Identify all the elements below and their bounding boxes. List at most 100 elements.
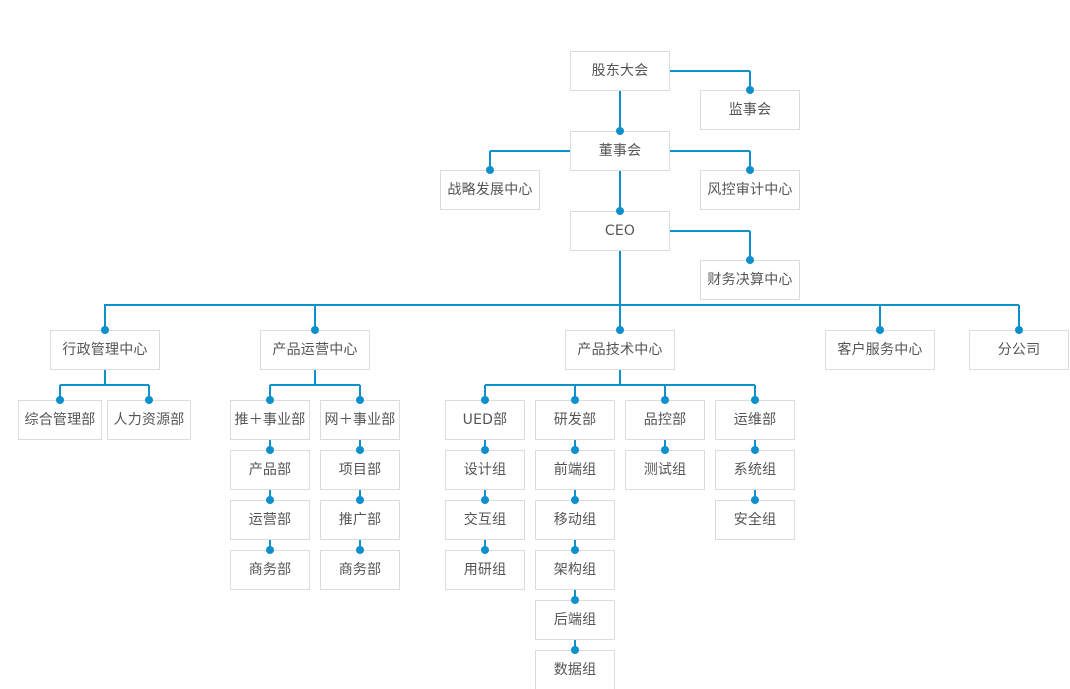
- dot-ops-promote: [356, 496, 364, 504]
- org-node-label: UED部: [462, 412, 508, 428]
- org-node-customer[interactable]: 客户服务中心: [825, 330, 935, 370]
- dot-customer: [876, 326, 884, 334]
- org-node-label: 行政管理中心: [62, 342, 148, 358]
- org-node-label: 分公司: [997, 342, 1041, 358]
- org-node-label: 战略发展中心: [447, 182, 533, 198]
- org-node-label: 董事会: [598, 143, 642, 159]
- dot-ops-business1: [266, 546, 274, 554]
- org-node-finance[interactable]: 财务决算中心: [700, 260, 800, 300]
- org-node-ops-project[interactable]: 项目部: [320, 450, 400, 490]
- org-node-admin-hr[interactable]: 人力资源部: [107, 400, 191, 440]
- org-node-label: 数据组: [553, 662, 597, 678]
- dot-branch: [1015, 326, 1023, 334]
- dot-admin-hr: [145, 396, 153, 404]
- dot-tech-backend: [571, 596, 579, 604]
- dot-prodtech: [616, 326, 624, 334]
- dot-ops-tui: [266, 396, 274, 404]
- dot-ops-business2: [356, 546, 364, 554]
- org-node-label: 安全组: [733, 512, 777, 528]
- org-node-label: 交互组: [463, 512, 507, 528]
- org-node-strategy[interactable]: 战略发展中心: [440, 170, 540, 210]
- org-node-ops-tui[interactable]: 推＋事业部: [230, 400, 310, 440]
- dot-riskaudit: [746, 166, 754, 174]
- dot-ops-product: [266, 446, 274, 454]
- org-node-tech-qa[interactable]: 品控部: [625, 400, 705, 440]
- dot-tech-ued: [481, 396, 489, 404]
- org-node-tech-design[interactable]: 设计组: [445, 450, 525, 490]
- dot-ops-operate: [266, 496, 274, 504]
- org-node-tech-test[interactable]: 测试组: [625, 450, 705, 490]
- org-node-label: 移动组: [553, 512, 597, 528]
- dot-tech-rd: [571, 396, 579, 404]
- org-node-tech-frontend[interactable]: 前端组: [535, 450, 615, 490]
- org-node-tech-mobile[interactable]: 移动组: [535, 500, 615, 540]
- org-node-tech-security[interactable]: 安全组: [715, 500, 795, 540]
- org-node-label: 财务决算中心: [707, 272, 793, 288]
- org-node-label: 系统组: [733, 462, 777, 478]
- org-node-label: 运维部: [733, 412, 777, 428]
- org-node-label: 研发部: [553, 412, 597, 428]
- org-node-tech-research[interactable]: 用研组: [445, 550, 525, 590]
- org-node-tech-backend[interactable]: 后端组: [535, 600, 615, 640]
- org-node-label: 用研组: [463, 562, 507, 578]
- org-node-label: 推＋事业部: [234, 412, 306, 428]
- org-node-tech-ops[interactable]: 运维部: [715, 400, 795, 440]
- org-node-admin[interactable]: 行政管理中心: [50, 330, 160, 370]
- org-node-shareholders[interactable]: 股东大会: [570, 51, 670, 91]
- org-node-label: 人力资源部: [113, 412, 185, 428]
- org-node-label: 设计组: [463, 462, 507, 478]
- org-node-ops-business1[interactable]: 商务部: [230, 550, 310, 590]
- org-node-admin-general[interactable]: 综合管理部: [18, 400, 102, 440]
- org-node-label: 商务部: [248, 562, 292, 578]
- org-node-tech-interact[interactable]: 交互组: [445, 500, 525, 540]
- org-node-prodops[interactable]: 产品运营中心: [260, 330, 370, 370]
- dot-admin: [101, 326, 109, 334]
- dot-supervisory: [746, 86, 754, 94]
- dot-tech-mobile: [571, 496, 579, 504]
- org-node-label: 商务部: [338, 562, 382, 578]
- org-node-board[interactable]: 董事会: [570, 131, 670, 171]
- org-node-supervisory[interactable]: 监事会: [700, 90, 800, 130]
- org-node-label: 股东大会: [591, 63, 649, 79]
- dot-tech-system: [751, 446, 759, 454]
- dot-tech-security: [751, 496, 759, 504]
- org-node-label: 客户服务中心: [837, 342, 923, 358]
- org-node-label: 综合管理部: [24, 412, 96, 428]
- dot-tech-arch: [571, 546, 579, 554]
- org-node-label: 产品技术中心: [577, 342, 663, 358]
- dot-tech-research: [481, 546, 489, 554]
- org-node-tech-rd[interactable]: 研发部: [535, 400, 615, 440]
- org-node-label: 后端组: [553, 612, 597, 628]
- org-node-tech-data[interactable]: 数据组: [535, 650, 615, 689]
- dot-ceo: [616, 207, 624, 215]
- org-node-ops-operate[interactable]: 运营部: [230, 500, 310, 540]
- org-node-label: 监事会: [728, 102, 772, 118]
- dot-tech-qa: [661, 396, 669, 404]
- org-node-tech-arch[interactable]: 架构组: [535, 550, 615, 590]
- org-node-ops-wang[interactable]: 网＋事业部: [320, 400, 400, 440]
- org-node-prodtech[interactable]: 产品技术中心: [565, 330, 675, 370]
- dot-ops-wang: [356, 396, 364, 404]
- dot-tech-design: [481, 446, 489, 454]
- dot-admin-general: [56, 396, 64, 404]
- dot-finance: [746, 256, 754, 264]
- org-node-branch[interactable]: 分公司: [969, 330, 1069, 370]
- org-node-label: 运营部: [248, 512, 292, 528]
- org-node-label: 产品部: [248, 462, 292, 478]
- org-node-ops-product[interactable]: 产品部: [230, 450, 310, 490]
- org-node-ops-business2[interactable]: 商务部: [320, 550, 400, 590]
- org-node-tech-ued[interactable]: UED部: [445, 400, 525, 440]
- dot-tech-interact: [481, 496, 489, 504]
- org-node-riskaudit[interactable]: 风控审计中心: [700, 170, 800, 210]
- dot-tech-frontend: [571, 446, 579, 454]
- dot-tech-data: [571, 646, 579, 654]
- org-node-label: 项目部: [338, 462, 382, 478]
- org-node-ops-promote[interactable]: 推广部: [320, 500, 400, 540]
- dot-board: [616, 127, 624, 135]
- org-node-ceo[interactable]: CEO: [570, 211, 670, 251]
- dot-prodops: [311, 326, 319, 334]
- dot-tech-test: [661, 446, 669, 454]
- org-node-label: 架构组: [553, 562, 597, 578]
- org-node-tech-system[interactable]: 系统组: [715, 450, 795, 490]
